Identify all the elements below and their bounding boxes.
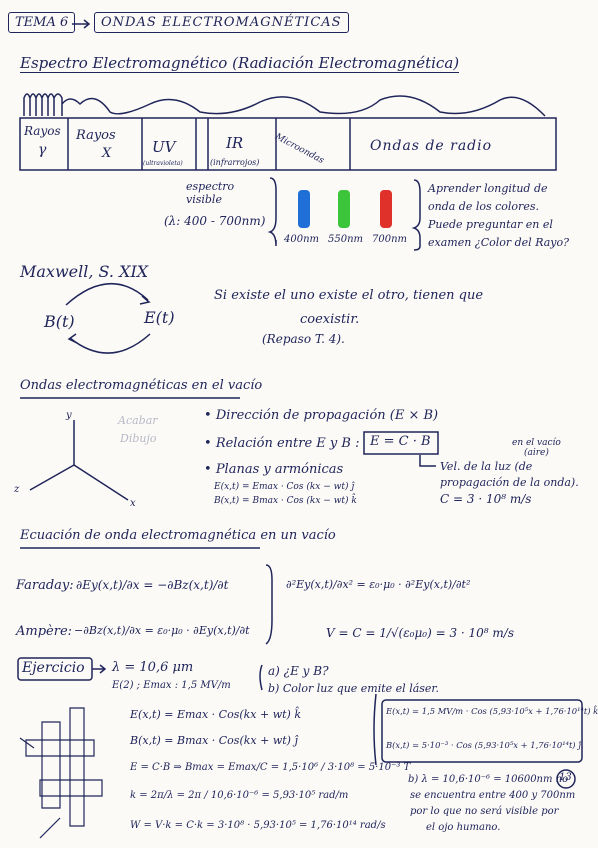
spectrum-note-4: examen ¿Color del Rayo? bbox=[428, 236, 570, 249]
faraday-label: Faraday: bbox=[16, 578, 74, 593]
visible-label: espectro visible bbox=[186, 180, 235, 206]
spectrum-note-2: onda de los colores. bbox=[428, 200, 539, 213]
page-number: 13 bbox=[559, 772, 572, 783]
axis-z-label: z bbox=[14, 484, 20, 495]
spectrum-note-3: Puede preguntar en el bbox=[428, 218, 553, 231]
b-wave-eq: B(x,t) = Bmax · Cos (kx − wt) k̂ bbox=[214, 496, 357, 506]
maxwell-note-2: coexistir. bbox=[300, 312, 360, 327]
exercise-data-2: E(2) ; Emax : 1,5 MV/m bbox=[112, 680, 231, 691]
exercise-line-4: k = 2π/λ = 2π / 10,6·10⁻⁶ = 5,93·10⁵ rad… bbox=[130, 790, 349, 801]
e-wave-eq: E(x,t) = Emax · Cos (kx − wt) ĵ bbox=[214, 482, 355, 492]
band-uv-name: UV bbox=[152, 138, 176, 156]
speed-equation: V = C = 1/√(ε₀μ₀) = 3 · 10⁸ m/s bbox=[326, 626, 514, 640]
answer-b-4: el ojo humano. bbox=[426, 822, 501, 833]
faraday-equation: ∂Ey(x,t)/∂x = −∂Bz(x,t)/∂t bbox=[76, 578, 229, 592]
vacuum-title: Ondas electromagnéticas en el vacío bbox=[20, 378, 263, 393]
answer-b-3: por lo que no será visible por bbox=[410, 806, 559, 817]
faded-note-2: Dibujo bbox=[120, 432, 157, 445]
color-label-green: 550nm bbox=[328, 234, 364, 245]
exercise-question-a: a) ¿E y B? bbox=[268, 664, 329, 678]
bullet-planar-text: Planas y armónicas bbox=[215, 462, 344, 477]
ampere-equation: −∂Bz(x,t)/∂x = ε₀·μ₀ · ∂Ey(x,t)/∂t bbox=[74, 624, 250, 637]
exercise-label: Ejercicio bbox=[22, 660, 85, 676]
color-swatch-blue bbox=[298, 190, 310, 228]
ampere-label: Ampère: bbox=[16, 624, 73, 639]
tema-label: TEMA 6 bbox=[8, 12, 76, 33]
visible-range: (λ: 400 - 700nm) bbox=[164, 214, 266, 228]
maxwell-title: Maxwell, S. XIX bbox=[20, 262, 149, 281]
exercise-data-1: λ = 10,6 μm bbox=[112, 660, 194, 675]
exercise-question-b: b) Color luz que emite el láser. bbox=[268, 682, 439, 695]
bullet-planar: • Planas y armónicas bbox=[204, 462, 344, 477]
relation-note-1: en el vacío bbox=[512, 438, 561, 448]
color-swatch-green bbox=[338, 190, 350, 228]
maxwell-b-field: B(t) bbox=[44, 312, 75, 331]
spectrum-note-1: Aprender longitud de bbox=[428, 182, 548, 195]
band-radio-name: Ondas de radio bbox=[370, 138, 493, 154]
bullet-propagation: • Dirección de propagación (E × B) bbox=[204, 408, 439, 423]
page-title: ONDAS ELECTROMAGNÉTICAS bbox=[94, 12, 349, 33]
band-uv-sub: (ultravioleta) bbox=[143, 160, 183, 167]
result-b: B(x,t) = 5·10⁻³ · Cos (5,93·10⁵x + 1,76·… bbox=[386, 740, 581, 750]
wave-equation: ∂²Ey(x,t)/∂x² = ε₀·μ₀ · ∂²Ey(x,t)/∂t² bbox=[286, 578, 471, 591]
exercise-line-1: E(x,t) = Emax · Cos(kx + wt) k̂ bbox=[130, 708, 301, 721]
band-gamma-name: Rayos bbox=[24, 124, 61, 138]
wave-eq-title: Ecuación de onda electromagnética en un … bbox=[20, 528, 336, 543]
axis-y-label: y bbox=[66, 410, 72, 421]
relation-note-2: (aire) bbox=[524, 448, 549, 458]
exercise-line-5: W = V·k = C·k = 3·10⁸ · 5,93·10⁵ = 1,76·… bbox=[130, 820, 386, 831]
bullet-relation: • Relación entre E y B : bbox=[204, 436, 360, 451]
maxwell-e-field: E(t) bbox=[144, 308, 175, 327]
vel-note-2: propagación de la onda). bbox=[440, 476, 579, 489]
answer-b-2: se encuentra entre 400 y 700nm bbox=[410, 790, 576, 801]
vel-note-1: Vel. de la luz (de bbox=[440, 460, 533, 473]
band-x-sub: X bbox=[102, 146, 112, 161]
band-ir-name: IR bbox=[226, 134, 244, 152]
band-x-name: Rayos bbox=[76, 128, 116, 143]
axis-x-label: x bbox=[130, 498, 136, 509]
c-value: C = 3 · 10⁸ m/s bbox=[440, 492, 532, 506]
color-label-blue: 400nm bbox=[284, 234, 320, 245]
faded-note-1: Acabar bbox=[118, 414, 158, 427]
maxwell-note-1: Si existe el uno existe el otro, tienen … bbox=[214, 288, 484, 303]
answer-b-1: b) λ = 10,6·10⁻⁶ = 10600nm no bbox=[408, 774, 569, 785]
band-ir-sub: (infrarrojos) bbox=[210, 158, 260, 167]
exercise-line-3: E = C·B ⇒ Bmax = Emax/C = 1,5·10⁶ / 3·10… bbox=[130, 762, 411, 773]
color-label-red: 700nm bbox=[372, 234, 408, 245]
relation-equation: E = C · B bbox=[370, 434, 431, 449]
bullet-propagation-text: Dirección de propagación (E × B) bbox=[215, 408, 439, 423]
band-gamma-sub: γ bbox=[38, 142, 47, 158]
spectrum-title: Espectro Electromagnético (Radiación Ele… bbox=[20, 54, 460, 73]
exercise-line-2: B(x,t) = Bmax · Cos(kx + wt) ĵ bbox=[130, 734, 298, 747]
color-swatch-red bbox=[380, 190, 392, 228]
result-e: E(x,t) = 1,5 MV/m · Cos (5,93·10⁵x + 1,7… bbox=[386, 706, 598, 716]
bullet-relation-text: Relación entre E y B : bbox=[215, 436, 360, 451]
maxwell-ref: (Repaso T. 4). bbox=[262, 332, 345, 346]
